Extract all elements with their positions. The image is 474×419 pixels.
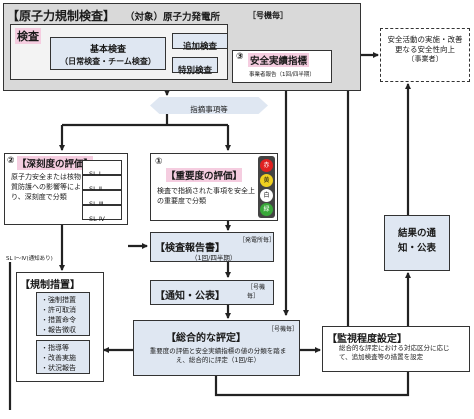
measure-item: ・指導等 [41, 344, 69, 352]
result-text: 結果の通知・公表 [397, 228, 436, 254]
inspection-per-unit: ［号機毎］ [248, 11, 288, 20]
basic-inspection-box[interactable]: 基本検査 （日常検査・チーム検査） [50, 37, 166, 70]
regulatory-title: 【規制措置】 [20, 280, 80, 291]
overall-eval-box[interactable]: 【総合的な評定】 ［号機毎］ 重要度の評価と安全実績指標の値の分類を踏まえ、総合… [133, 320, 300, 376]
monitoring-box[interactable]: 【監視程度設定】 総合的な評定における対応区分に応じて、追加検査等の措置を設定 [322, 326, 470, 372]
measure-item: ・許可取消 [41, 306, 76, 314]
report-title: 【検査報告書】 [155, 243, 225, 254]
safety-indicator-box[interactable]: ③ 安全実績指標 事業者報告（1回/四半期） [232, 50, 332, 83]
safety-improvement-sub: 〔事業者〕 [407, 55, 443, 63]
additional-inspection-box[interactable]: 追加検査 [172, 33, 228, 52]
additional-inspection-label: 追加検査 [182, 42, 217, 52]
measure-item: ・状況報告 [41, 364, 76, 372]
sl-note: SL Ⅰ〜Ⅳ(通知あり) [6, 256, 53, 262]
importance-eval-number: ① [155, 157, 163, 167]
report-box[interactable]: 【検査報告書】 ［発電所毎］ （1回/四半期） [150, 232, 276, 262]
findings-banner: 指摘事項等 [150, 97, 268, 114]
sl-level-3: SL Ⅲ [82, 190, 122, 208]
safety-improvement-box: 安全活動の実施・改善更なる安全性向上 〔事業者〕 [380, 28, 470, 82]
notify-box[interactable]: 【通知・公表】 ［号機毎］ [150, 280, 274, 305]
signal-light: 赤 黄 白 緑 [258, 156, 275, 218]
result-box[interactable]: 結果の通知・公表 [384, 215, 450, 271]
measure-item: ・報告徴収 [41, 326, 76, 334]
report-freq: （1回/四半期） [191, 254, 237, 262]
signal-red: 赤 [260, 159, 273, 172]
depth-eval-title: 【深刻度の評価】 [17, 156, 94, 170]
sl-levels: SL Ⅰ SL Ⅱ SL Ⅲ SL Ⅳ [82, 160, 122, 223]
signal-yellow: 黄 [260, 174, 273, 187]
findings-label: 指摘事項等 [190, 105, 228, 114]
notify-title: 【通知・公表】 [155, 291, 225, 302]
kensa-label: 検査 [15, 28, 41, 44]
safety-indicator-title: 安全実績指標 [248, 53, 310, 67]
sl-level-1: SL Ⅰ [82, 160, 122, 178]
sl-level-2: SL Ⅱ [82, 175, 122, 193]
inspection-target: （対象）原子力発電所 [125, 12, 221, 23]
overall-eval-tag: ［号機毎］ [268, 326, 299, 333]
measure-item: ・強制措置 [41, 296, 76, 304]
sl-level-4: SL Ⅳ [82, 205, 122, 223]
notify-tag: ［号機毎］ [247, 284, 266, 300]
overall-eval-text: 重要度の評価と安全実績指標の値の分類を踏まえ、総合的に評定（1回/年） [149, 347, 287, 364]
safety-indicator-number: ③ [236, 52, 244, 62]
signal-white: 白 [260, 189, 273, 202]
importance-eval-box[interactable]: ① 【重要度の評価】 検査で指摘された事項を安全上の重要度で分類 [150, 153, 278, 221]
report-tag: ［発電所毎］ [239, 237, 276, 244]
importance-eval-text: 検査で指摘された事項を安全上の重要度で分類 [157, 187, 255, 205]
inspection-title: 【原子力規制検査】 [7, 9, 116, 23]
measure-item: ・改善実施 [41, 354, 76, 362]
depth-eval-number: ② [7, 156, 15, 166]
special-inspection-label: 特別検査 [177, 66, 212, 76]
monitoring-title: 【監視程度設定】 [327, 334, 407, 345]
basic-inspection-sub: （日常検査・チーム検査） [60, 57, 156, 66]
safety-indicator-sub: 事業者報告（1回/四半期） [249, 72, 315, 78]
overall-eval-title: 【総合的な評定】 [166, 333, 246, 344]
depth-eval-text: 原子力安全または核物質防護への影響等により、深刻度で分類 [11, 173, 81, 201]
regulatory-group-guidance: ・指導等 ・改善実施 ・状況報告 [36, 340, 90, 374]
special-inspection-box[interactable]: 特別検査 [172, 57, 218, 76]
signal-green: 緑 [260, 203, 273, 216]
regulatory-group-strong: ・強制措置 ・許可取消 ・措置命令 ・報告徴収 [36, 292, 90, 336]
monitoring-text: 総合的な評定における対応区分に応じて、追加検査等の措置を設定 [339, 344, 450, 361]
basic-inspection-label: 基本検査 [89, 45, 126, 55]
importance-eval-title: 【重要度の評価】 [166, 168, 243, 182]
safety-improvement-text: 安全活動の実施・改善更なる安全性向上 [387, 35, 463, 54]
measure-item: ・措置命令 [41, 316, 76, 324]
